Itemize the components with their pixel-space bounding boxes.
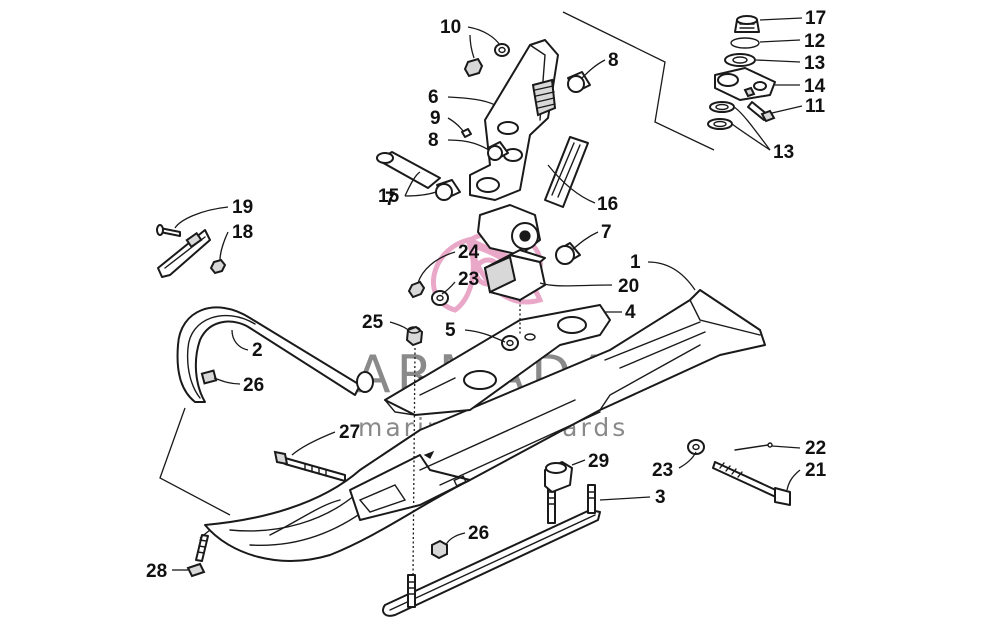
washer-13-lower xyxy=(709,101,735,113)
washer-23-lower xyxy=(687,439,705,455)
nut-10 xyxy=(463,57,484,78)
spindle-block xyxy=(483,249,546,301)
callout-23-upper: 23 xyxy=(458,269,479,290)
callout-1: 1 xyxy=(630,252,641,273)
callout-2: 2 xyxy=(252,340,263,361)
callout-15: 15 xyxy=(378,186,400,207)
callout-20: 20 xyxy=(618,276,639,297)
spindle-housing xyxy=(376,151,541,256)
callout-17: 17 xyxy=(805,8,826,29)
ski-body xyxy=(204,289,766,562)
callout-6: 6 xyxy=(428,87,439,108)
bushing-lower xyxy=(555,242,581,265)
callout-13-bottom: 13 xyxy=(773,142,794,163)
callout-18: 18 xyxy=(232,222,253,243)
ski-saddle-plate xyxy=(384,304,611,416)
callout-9: 9 xyxy=(430,108,441,129)
steering-arm-14 xyxy=(714,67,776,101)
washer-13-top xyxy=(724,53,756,67)
callout-13-top: 13 xyxy=(804,53,825,74)
callout-22: 22 xyxy=(805,438,826,459)
callout-28: 28 xyxy=(146,561,167,582)
callout-23-lower: 23 xyxy=(652,460,673,481)
callout-21: 21 xyxy=(805,460,827,481)
callout-11: 11 xyxy=(805,96,826,117)
callout-8-mid: 8 xyxy=(428,130,439,151)
rivet-19 xyxy=(156,224,181,237)
callout-12: 12 xyxy=(804,31,825,52)
spindle-arm xyxy=(469,39,559,201)
callout-7-left: 7 xyxy=(385,189,396,210)
grease-fitting xyxy=(461,128,472,138)
callout-4: 4 xyxy=(625,302,636,323)
cap-17 xyxy=(734,15,760,33)
snap-ring-12 xyxy=(730,37,760,49)
nut-24 xyxy=(407,280,426,299)
callout-14: 14 xyxy=(804,76,826,97)
ski-loop-handle xyxy=(176,306,374,403)
spindle-decal xyxy=(544,136,589,208)
bushing-upper xyxy=(435,179,461,201)
washer-13-bottom xyxy=(707,118,733,130)
washer-10 xyxy=(494,43,510,57)
wear-bar-carbide xyxy=(382,484,601,617)
ski-bumper xyxy=(544,461,573,493)
spindle-bolt-21 xyxy=(712,461,791,506)
callout-16: 16 xyxy=(597,194,618,215)
washer-5 xyxy=(501,335,519,351)
bolt-11 xyxy=(747,101,776,123)
leader-lines xyxy=(159,11,803,576)
callout-27: 27 xyxy=(339,422,360,443)
washer-23-upper xyxy=(431,290,449,306)
callout-29: 29 xyxy=(588,451,609,472)
nut-25 xyxy=(405,325,424,347)
callout-24: 24 xyxy=(458,242,480,263)
callout-25: 25 xyxy=(362,312,384,333)
ski-handle-bracket xyxy=(157,229,211,278)
callout-labels: 1 2 3 4 5 6 7 7 8 8 9 10 11 12 13 13 14 … xyxy=(146,8,827,582)
callout-10: 10 xyxy=(440,17,461,38)
bolt-28 xyxy=(186,534,209,578)
cotter-pin-22 xyxy=(734,442,773,451)
bolt-27 xyxy=(273,450,346,482)
nut-18 xyxy=(209,258,227,275)
bushing-8-mid xyxy=(487,141,509,161)
callout-8-top: 8 xyxy=(608,50,619,71)
callout-7-right: 7 xyxy=(601,222,612,243)
nut-26-lower xyxy=(431,539,448,560)
callout-3: 3 xyxy=(655,487,666,508)
callout-26-upper: 26 xyxy=(243,375,264,396)
callout-26-lower: 26 xyxy=(468,523,489,544)
bushing-8-top xyxy=(567,71,591,93)
callout-5: 5 xyxy=(445,320,456,341)
callout-19: 19 xyxy=(232,197,253,218)
